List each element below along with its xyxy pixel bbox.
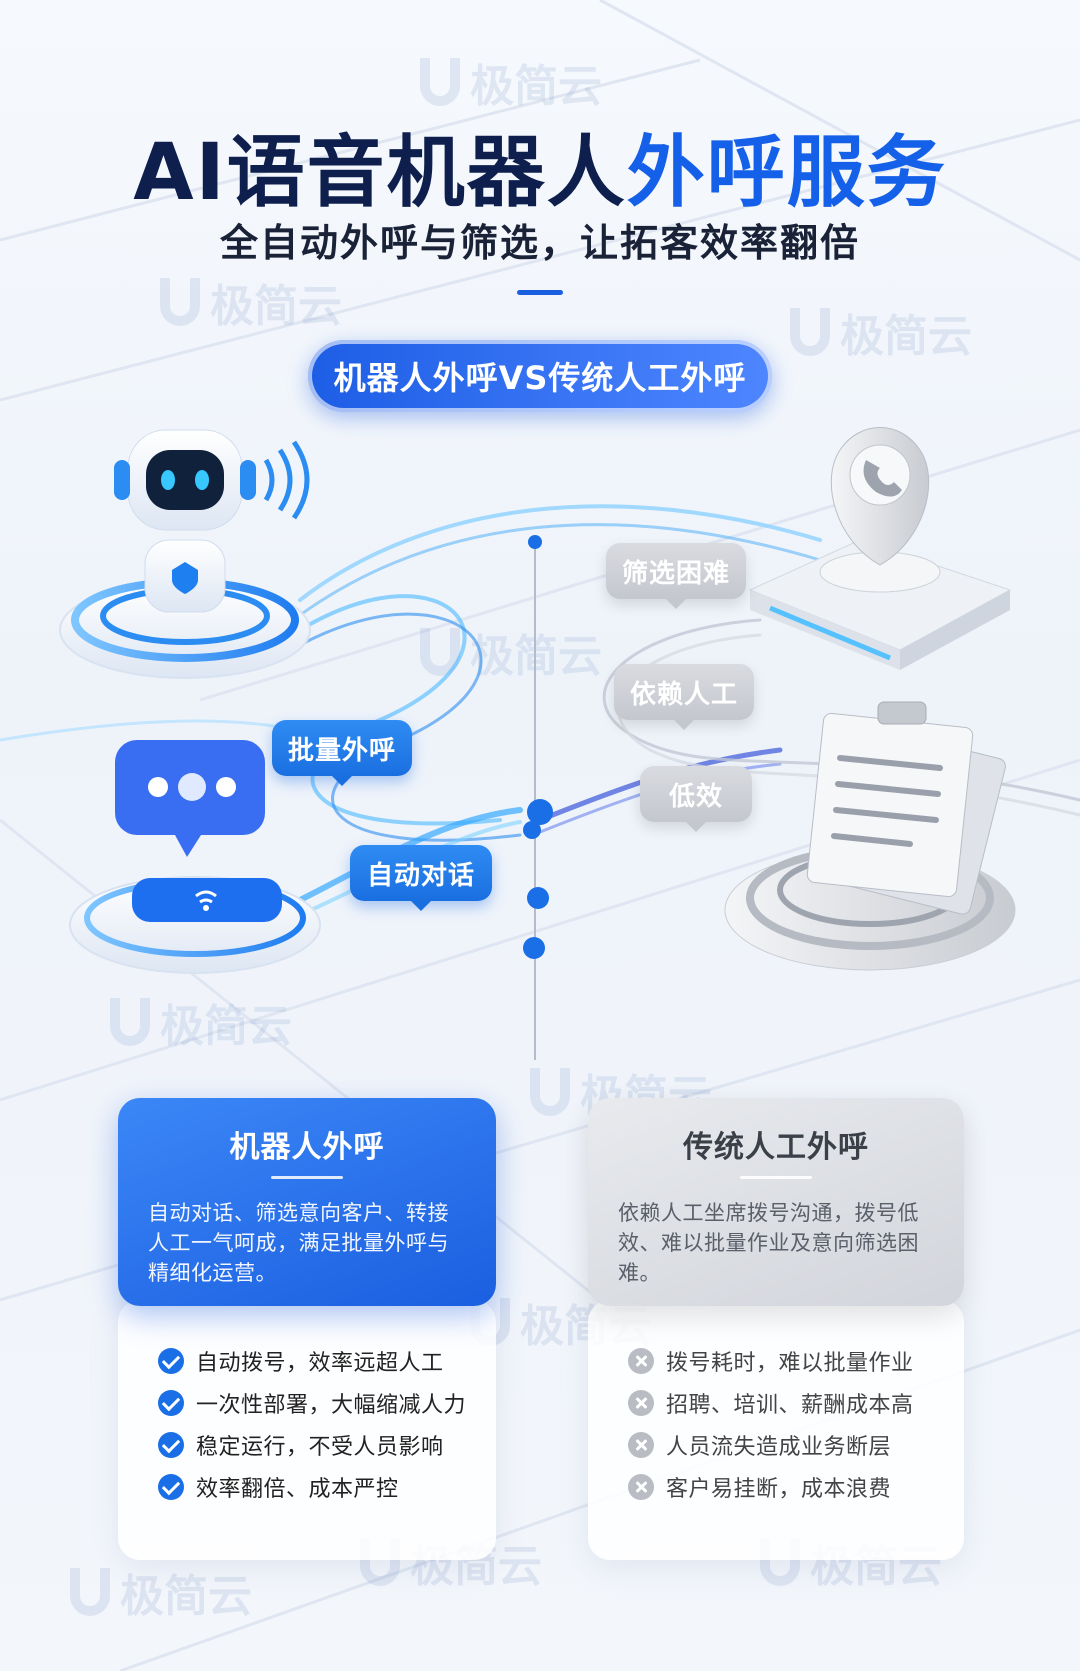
left-flow-lines [0, 504, 822, 917]
card-title: 机器人外呼 [229, 1130, 385, 1165]
tag-manual-reliance: 依赖人工 [614, 664, 754, 730]
title-part-dark: AI语音机器人 [133, 128, 627, 218]
list-item: 效率翻倍、成本严控 [158, 1466, 486, 1508]
list-item: 招聘、培训、薪酬成本高 [628, 1382, 954, 1424]
card-divider [271, 1176, 343, 1179]
check-icon [158, 1474, 184, 1500]
list-item: 稳定运行，不受人员影响 [158, 1424, 486, 1466]
robot-benefits-list: 自动拨号，效率远超人工 一次性部署，大幅缩减人力 稳定运行，不受人员影响 效率翻… [158, 1340, 486, 1508]
list-item: 客户易挂断，成本浪费 [628, 1466, 954, 1508]
list-item: 人员流失造成业务断层 [628, 1424, 954, 1466]
list-item: 一次性部署，大幅缩减人力 [158, 1382, 486, 1424]
phone-pin-illustration [748, 427, 1012, 670]
manual-drawbacks-panel: 拨号耗时，难以批量作业 招聘、培训、薪酬成本高 人员流失造成业务断层 客户易挂断… [588, 1300, 964, 1560]
robot-illustration [59, 429, 311, 679]
cross-icon [628, 1348, 654, 1374]
watermark: 极简云 [110, 990, 292, 1054]
page-title: AI语音机器人外呼服务 [0, 110, 1080, 222]
page-subtitle: 全自动外呼与筛选，让拓客效率翻倍 [219, 221, 860, 265]
title-part-blue: 外呼服务 [626, 128, 947, 218]
list-item: 拨号耗时，难以批量作业 [628, 1340, 954, 1382]
right-flow-lines [537, 618, 1080, 834]
check-icon [158, 1432, 184, 1458]
watermark: 极简云 [160, 270, 342, 334]
tag-auto-dialogue: 自动对话 [350, 845, 492, 911]
manual-drawbacks-list: 拨号耗时，难以批量作业 招聘、培训、薪酬成本高 人员流失造成业务断层 客户易挂断… [628, 1340, 954, 1508]
axis-dot [523, 821, 541, 839]
comparison-illustration [0, 427, 1080, 1060]
check-icon [158, 1348, 184, 1374]
cross-icon [628, 1390, 654, 1416]
axis-dot [528, 535, 542, 549]
axis-dot [527, 887, 549, 909]
card-title: 传统人工外呼 [683, 1130, 869, 1165]
cross-icon [628, 1474, 654, 1500]
tag-hard-screening: 筛选困难 [606, 543, 746, 609]
tag-low-efficiency: 低效 [640, 766, 752, 832]
watermark: 极简云 [420, 50, 602, 114]
check-icon [158, 1390, 184, 1416]
axis-dot [527, 799, 553, 825]
robot-call-card: 机器人外呼 自动对话、筛选意向客户、转接人工一气呵成，满足批量外呼与精细化运营。 [118, 1098, 496, 1306]
chat-bubble-illustration [69, 740, 321, 974]
card-description: 依赖人工坐席拨号沟通，拨号低效、难以批量作业及意向筛选困难。 [618, 1201, 919, 1285]
tag-batch-call: 批量外呼 [272, 720, 412, 786]
document-illustration [724, 701, 1016, 971]
axis-dot [523, 937, 545, 959]
watermark: 极简云 [70, 1560, 252, 1624]
card-description: 自动对话、筛选意向客户、转接人工一气呵成，满足批量外呼与精细化运营。 [148, 1201, 449, 1285]
robot-benefits-panel: 自动拨号，效率远超人工 一次性部署，大幅缩减人力 稳定运行，不受人员影响 效率翻… [118, 1300, 496, 1560]
watermark: 极简云 [790, 300, 972, 364]
manual-call-card: 传统人工外呼 依赖人工坐席拨号沟通，拨号低效、难以批量作业及意向筛选困难。 [588, 1098, 964, 1306]
comparison-pill: 机器人外呼VS传统人工外呼 [308, 340, 772, 412]
card-divider [740, 1176, 812, 1179]
list-item: 自动拨号，效率远超人工 [158, 1340, 486, 1382]
title-divider [517, 290, 563, 295]
cross-icon [628, 1432, 654, 1458]
